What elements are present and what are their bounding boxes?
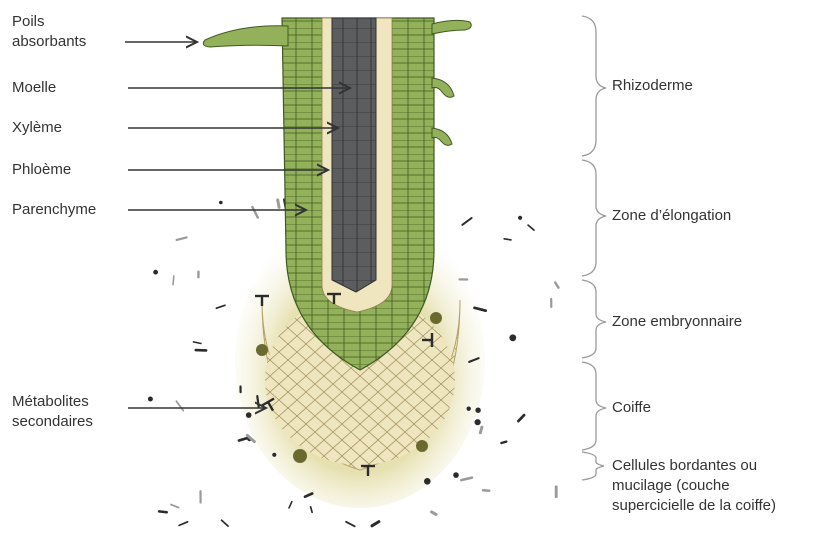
soil-particle	[176, 401, 183, 410]
soil-particle	[501, 442, 506, 443]
brace-cellules	[582, 452, 604, 480]
soil-particle	[475, 419, 481, 425]
label-cellules-line3: supercicielle de la coiffe)	[612, 496, 776, 516]
soil-particle	[177, 237, 187, 240]
soil-particle	[252, 207, 257, 218]
soil-particle	[509, 334, 516, 341]
root-hair-right-low	[432, 128, 452, 145]
soil-particle	[483, 490, 489, 491]
root-hair-right-mid	[432, 78, 454, 97]
soil-particle	[461, 478, 472, 481]
soil-particle	[179, 522, 187, 526]
soil-particle	[311, 507, 313, 512]
soil-particle	[372, 522, 379, 526]
brace-embryonnaire	[582, 280, 606, 358]
root-hair-right-top	[432, 20, 471, 34]
soil-particle	[555, 283, 558, 288]
label-poils-absorbants: Poils absorbants	[12, 12, 86, 52]
label-coiffe: Coiffe	[612, 398, 651, 418]
soil-particle	[424, 478, 431, 485]
soil-particle	[148, 397, 153, 402]
label-zone-embryonnaire: Zone embryonnaire	[612, 312, 742, 332]
soil-particle	[453, 472, 459, 478]
label-phloeme: Phloème	[12, 160, 71, 180]
brace-rhizoderme	[582, 16, 606, 156]
soil-particle	[504, 239, 511, 240]
label-zone-elongation: Zone d’élongation	[612, 206, 731, 226]
soil-particle	[305, 494, 312, 497]
brace-elongation	[582, 160, 606, 276]
label-poils-line1: Poils	[12, 12, 86, 32]
soil-particle	[171, 505, 179, 508]
soil-particle	[289, 502, 292, 508]
soil-particle	[480, 427, 482, 433]
label-parenchyme: Parenchyme	[12, 200, 96, 220]
cap-spot	[256, 344, 268, 356]
soil-particle	[239, 438, 248, 441]
soil-particle	[467, 407, 471, 411]
brace-coiffe	[582, 362, 606, 450]
soil-particle	[159, 511, 167, 512]
label-metabolites-line1: Métabolites	[12, 392, 93, 412]
cap-spot	[430, 312, 442, 324]
label-rhizoderme: Rhizoderme	[612, 76, 693, 96]
soil-particle	[475, 408, 480, 413]
soil-particle	[193, 342, 201, 344]
label-moelle: Moelle	[12, 78, 56, 98]
label-xyleme: Xylème	[12, 118, 62, 138]
soil-particle	[173, 276, 174, 285]
soil-particle	[462, 218, 471, 225]
soil-particle	[346, 522, 355, 527]
cap-spot	[416, 440, 428, 452]
label-cellules-line1: Cellules bordantes ou	[612, 456, 776, 476]
stele-pith	[332, 18, 376, 292]
label-metabolites-secondaires: Métabolites secondaires	[12, 392, 93, 432]
soil-particle	[257, 396, 258, 407]
label-metabolites-line2: secondaires	[12, 412, 93, 432]
soil-particle	[518, 415, 524, 421]
label-cellules-bordantes: Cellules bordantes ou mucilage (couche s…	[612, 456, 776, 516]
soil-particle	[278, 200, 279, 208]
label-cellules-line2: mucilage (couche	[612, 476, 776, 496]
root-hair-left	[203, 26, 288, 47]
soil-particle	[153, 270, 158, 275]
soil-particle	[222, 520, 229, 526]
soil-particle	[528, 225, 534, 230]
soil-particle	[219, 201, 223, 205]
label-poils-line2: absorbants	[12, 32, 86, 52]
cap-spot	[293, 449, 307, 463]
soil-particle	[246, 412, 252, 418]
soil-particle	[432, 512, 436, 515]
soil-particle	[518, 216, 522, 220]
soil-particle	[272, 453, 276, 457]
soil-particle	[216, 305, 225, 308]
